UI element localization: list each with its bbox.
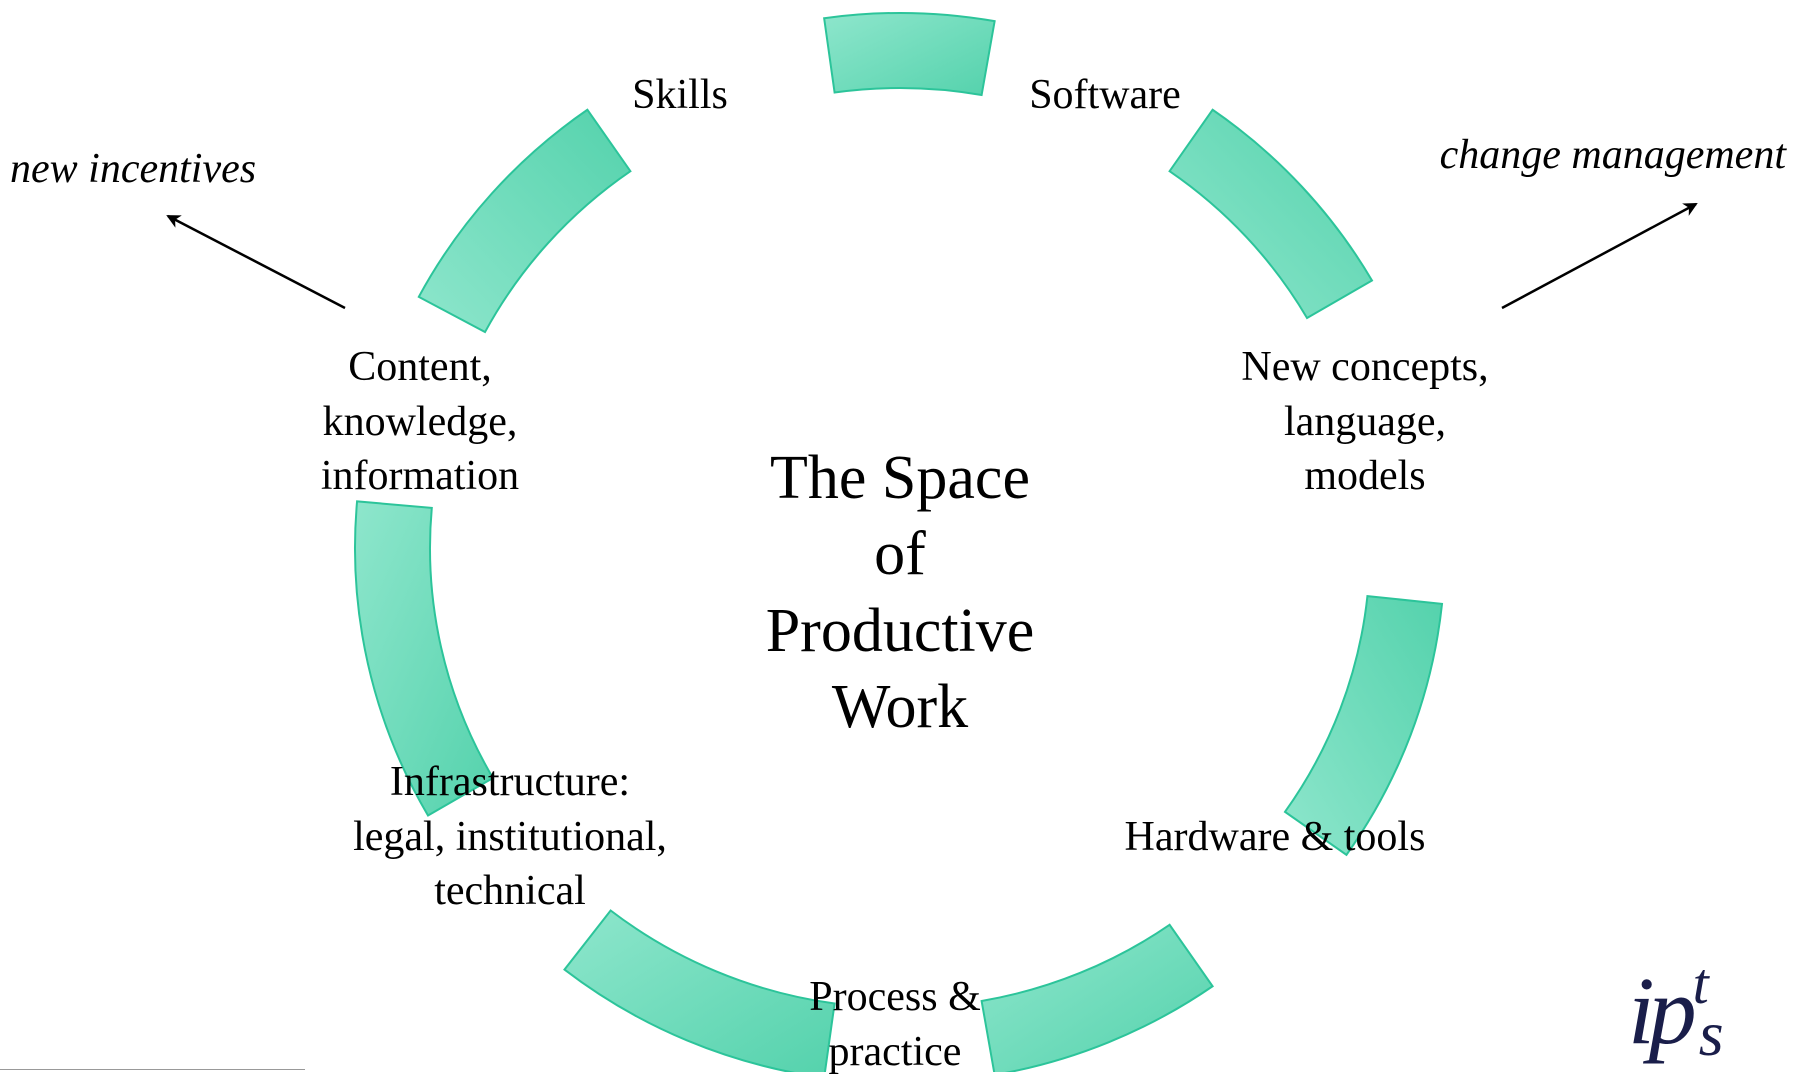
footnote-rule	[0, 1069, 305, 1070]
segment-process-infrastructure	[563, 909, 836, 1072]
arrow-new-incentives	[166, 214, 346, 310]
note-new-incentives: new incentives	[10, 146, 257, 192]
segment-concepts-hardware	[1283, 594, 1444, 857]
node-process-practice: Process & practice	[809, 974, 981, 1075]
note-change-management: change management	[1439, 132, 1786, 178]
arrow-change-management	[1501, 202, 1698, 310]
node-infrastructure: Infrastructure: legal, institutional, te…	[353, 759, 667, 915]
node-software: Software	[1029, 72, 1181, 118]
node-skills: Skills	[632, 72, 728, 118]
segment-infrastructure-content	[354, 500, 495, 817]
ipts-logo: ipts	[1628, 951, 1724, 1069]
segment-hardware-process	[980, 923, 1214, 1072]
node-content: Content, knowledge, information	[320, 344, 520, 500]
node-new-concepts: New concepts, language, models	[1241, 344, 1489, 500]
segment-software-concepts	[1168, 108, 1374, 320]
segment-content-skills	[417, 108, 632, 334]
center-title: The Space of Productive Work	[765, 444, 1035, 741]
segment-skills-software	[823, 12, 996, 97]
node-hardware-tools: Hardware & tools	[1124, 814, 1426, 860]
